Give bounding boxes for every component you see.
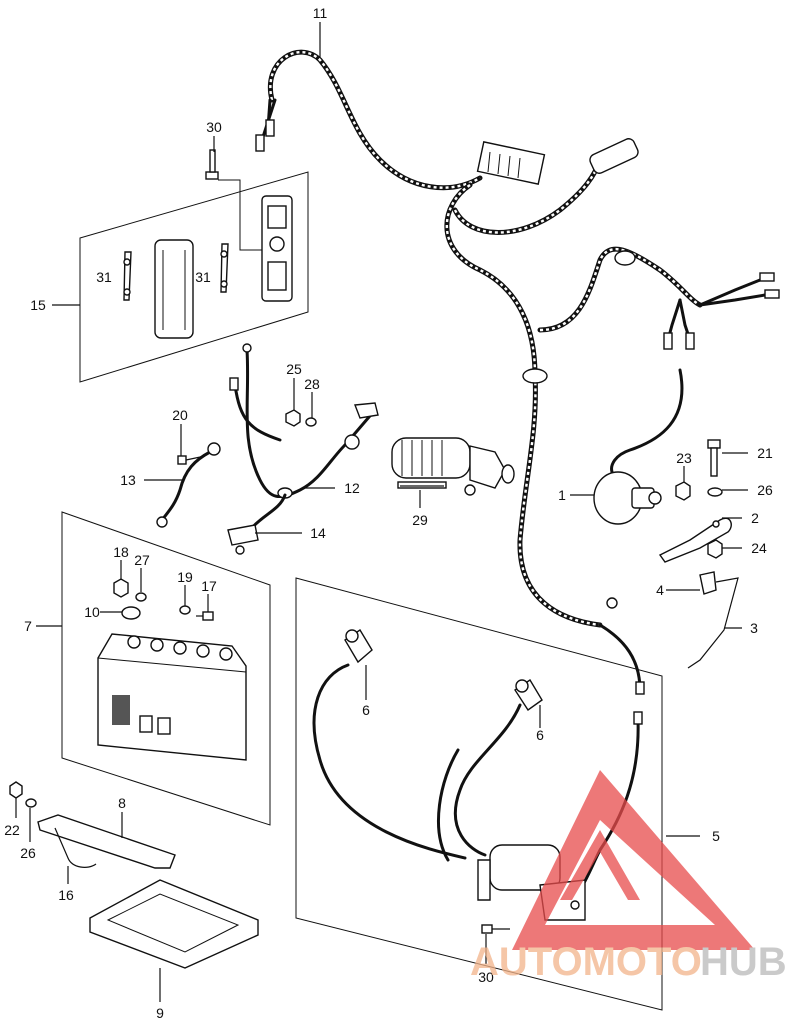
callout-30-top: 30: [206, 119, 222, 135]
neutral-switch: [593, 471, 662, 525]
fuse-left: [123, 251, 132, 301]
washer-26-right: [707, 487, 723, 497]
callout-7: 7: [24, 618, 32, 634]
callout-14: 14: [310, 525, 326, 541]
rod-3: [687, 577, 739, 669]
callout-30-bottom: 30: [478, 969, 494, 985]
fuse-box: [154, 179, 293, 339]
watermark: AUTOMOTO HUB: [470, 770, 787, 984]
screw-30-top: [205, 149, 219, 180]
starter-motor: [391, 437, 515, 496]
nut-22: [9, 781, 23, 799]
callout-27: 27: [134, 552, 150, 568]
callout-20: 20: [172, 407, 188, 423]
callout-26-right: 26: [757, 482, 773, 498]
callout-4: 4: [656, 582, 664, 598]
callout-29: 29: [412, 512, 428, 528]
hook-16: [54, 827, 97, 868]
callout-labels: 11 30 15 31 31 25 28 20 13 12 14 29 21 2…: [4, 5, 773, 1021]
battery-strap-8: [37, 814, 176, 869]
nut-25: [285, 409, 301, 427]
washer-26-left: [25, 798, 37, 808]
callout-31-left: 31: [96, 269, 112, 285]
callout-13: 13: [120, 472, 136, 488]
screw-30-bottom: [481, 924, 510, 934]
fuse-right: [220, 243, 229, 293]
callout-11: 11: [313, 5, 328, 21]
callout-3: 3: [750, 620, 758, 636]
callout-19: 19: [177, 569, 193, 585]
panel-fuse-group: [79, 171, 309, 383]
callout-21: 21: [757, 445, 773, 461]
callout-31-right: 31: [195, 269, 211, 285]
clip-4: [699, 571, 717, 595]
callout-26-left: 26: [20, 845, 36, 861]
callout-2: 2: [751, 510, 759, 526]
callout-15: 15: [30, 297, 46, 313]
watermark-logo: [512, 770, 755, 950]
callout-22: 22: [4, 822, 20, 838]
leader-lines: [15, 22, 748, 1002]
panel-ignition-coil-group: [295, 577, 663, 1011]
nut-23: [675, 481, 691, 501]
watermark-text-auto: AUTOMOTO: [470, 940, 702, 984]
washer-28: [305, 417, 317, 427]
spark-plug-cap-left: [344, 629, 373, 664]
callout-9: 9: [156, 1005, 164, 1021]
callout-18: 18: [113, 544, 129, 560]
spark-plug-cap-right: [514, 679, 543, 711]
callout-6-right: 6: [536, 727, 544, 743]
callout-28: 28: [304, 376, 320, 392]
battery-tray-9: [89, 879, 259, 969]
battery: [97, 633, 247, 761]
callout-12: 12: [344, 480, 360, 496]
earth-cable-14: [227, 493, 287, 555]
battery-cable-13: [156, 442, 221, 528]
washer-19: [179, 605, 191, 615]
bolt-21: [707, 439, 721, 477]
callout-1: 1: [558, 487, 566, 503]
bolt-20: [177, 455, 206, 465]
bolt-17: [196, 611, 214, 621]
watermark-text-hub: HUB: [700, 940, 787, 984]
bracket-2: [658, 517, 732, 563]
callout-24: 24: [751, 540, 767, 556]
nut-18: [113, 578, 129, 598]
callout-23: 23: [676, 450, 692, 466]
callout-10: 10: [84, 604, 100, 620]
panel-battery-group: [61, 511, 271, 826]
callout-17: 17: [201, 578, 217, 594]
callout-6-left: 6: [362, 702, 370, 718]
callout-5: 5: [712, 828, 720, 844]
cap-10: [121, 606, 141, 620]
washer-27: [135, 592, 147, 602]
callout-16: 16: [58, 887, 74, 903]
starter-cable-12: [229, 343, 379, 499]
nut-24: [707, 539, 723, 559]
main-wire-harness: [255, 49, 780, 695]
callout-25: 25: [286, 361, 302, 377]
callout-8: 8: [118, 795, 126, 811]
